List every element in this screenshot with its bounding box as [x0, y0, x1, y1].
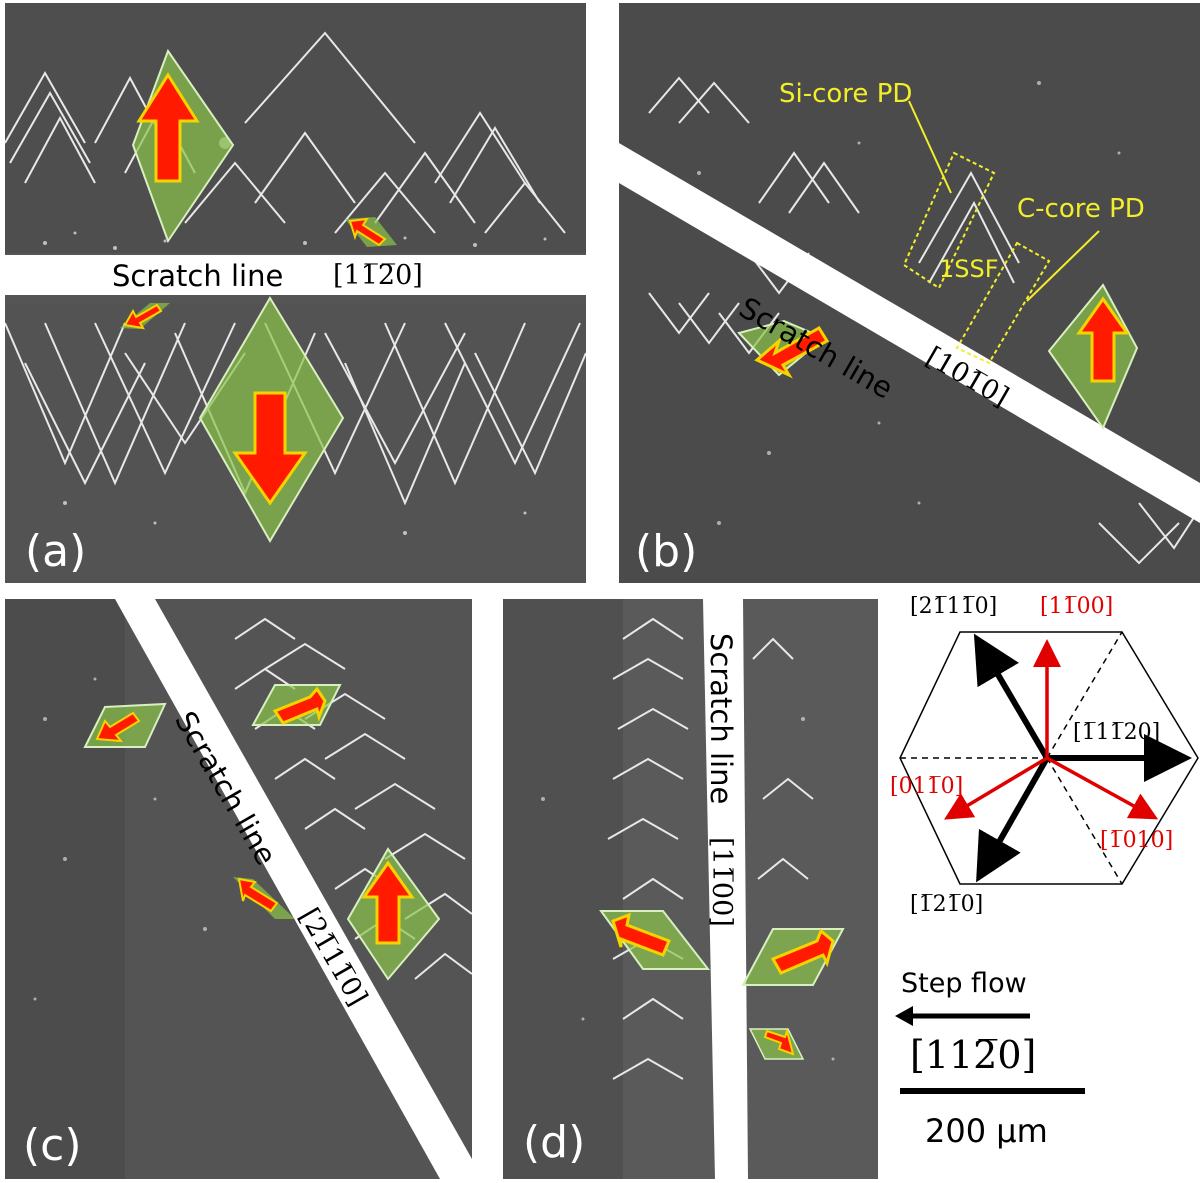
arrow-1-2-1-0 [976, 756, 1050, 883]
panel-c: Scratch line [21̅11̅0] (c) [5, 599, 472, 1179]
step-flow-label: Step flow [901, 968, 1027, 999]
scratch-line-label: Scratch line [704, 633, 738, 805]
panel-c-image [5, 599, 472, 1179]
step-flow-direction: [112̅0] [910, 1033, 1037, 1077]
diamond-arrow-group [120, 48, 397, 543]
panel-label: (b) [635, 526, 698, 577]
panel-a-image [5, 3, 586, 583]
arrow-1-0-1-0 [1046, 756, 1159, 820]
panel-b-image [619, 3, 1200, 583]
arrow-2-1-1-0 [973, 633, 1050, 760]
dir-label-1-0-1-0: [1̅010] [1100, 828, 1174, 853]
hexagon-direction-diagram: [21̅11̅0] [11̅00] [1̅11̅20] [011̅0] [1̅0… [890, 590, 1200, 920]
scratch-direction-label: [11̅00] [706, 837, 737, 927]
c-core-pd-label: C-core PD [1017, 194, 1145, 224]
scratch-line-label: Scratch line [112, 259, 284, 293]
dir-label-0-1-1-0: [011̅0] [890, 774, 964, 799]
panel-d: Scratch line [11̅00] (d) [503, 599, 878, 1179]
scale-bar [900, 1088, 1085, 1094]
dir-label-1-2-1-0: [1̅21̅0] [910, 892, 984, 917]
scale-bar-label: 200 μm [925, 1112, 1048, 1150]
ssf-label: 1SSF [939, 255, 999, 283]
panel-label: (c) [23, 1120, 82, 1171]
scratch-direction-label: [11̅2̅0] [333, 260, 423, 291]
panel-a: Scratch line [11̅2̅0] (a) [5, 3, 586, 583]
dir-label-1-1-0-0: [11̅00] [1040, 594, 1114, 619]
panel-label: (d) [523, 1117, 586, 1168]
step-flow-legend: Step flow [112̅0] 200 μm [895, 970, 1195, 1160]
dir-label-1-1-2-0: [1̅11̅20] [1073, 720, 1161, 745]
panel-label: (a) [25, 526, 87, 577]
panel-d-image [503, 599, 878, 1179]
panel-b: Si-core PD C-core PD 1SSF Scratch line [… [619, 3, 1200, 583]
hexagon-drawing [899, 631, 1199, 885]
step-flow-arrow [895, 1006, 1030, 1026]
si-core-pd-label: Si-core PD [779, 79, 913, 109]
arrow-0-1-1-0 [943, 756, 1048, 820]
dir-label-2-1-1-0: [21̅11̅0] [910, 594, 998, 619]
